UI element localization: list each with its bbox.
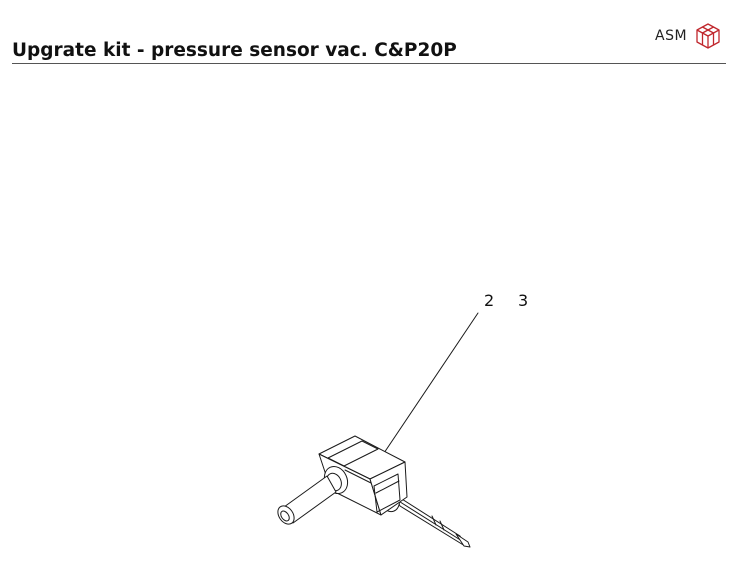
sensor-block xyxy=(318,435,408,516)
page-title: Upgrate kit - pressure sensor vac. C&P20… xyxy=(12,40,457,61)
header-rule xyxy=(12,63,726,64)
cable-right xyxy=(393,493,471,548)
cube-logo-icon xyxy=(696,23,720,49)
logo-text: ASM xyxy=(655,28,688,44)
asm-logo: ASM xyxy=(655,22,725,52)
callout-label-3: 3 xyxy=(518,291,529,310)
tube-left xyxy=(277,475,337,525)
callout-label-2: 2 xyxy=(484,291,495,310)
leader-line xyxy=(377,312,479,463)
